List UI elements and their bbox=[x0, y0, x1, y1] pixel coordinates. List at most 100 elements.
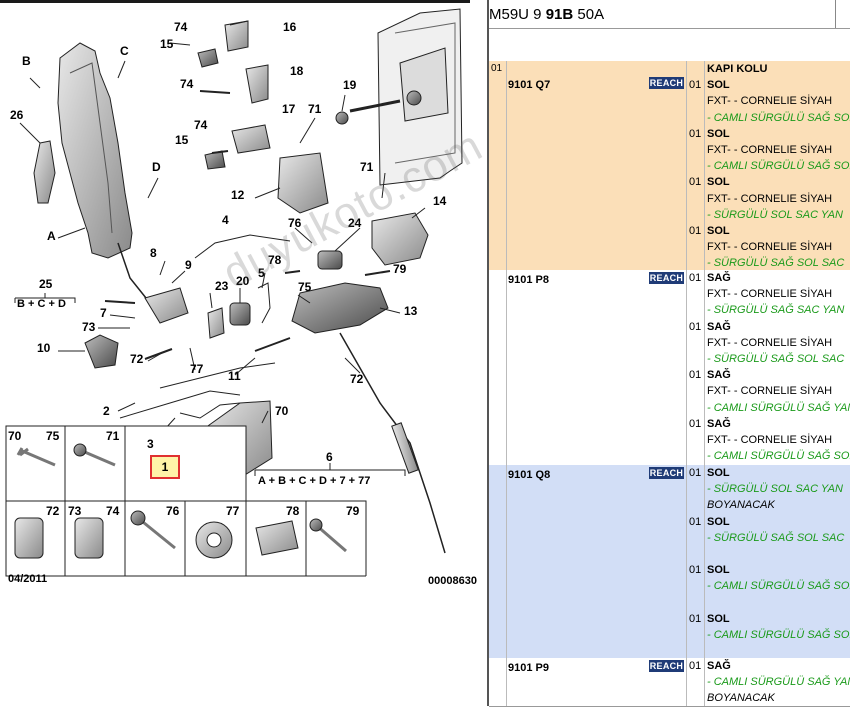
label-71: 71 bbox=[308, 102, 322, 116]
label-10: 10 bbox=[37, 341, 51, 355]
label-16: 16 bbox=[283, 20, 297, 34]
description-line: SOL bbox=[707, 225, 730, 237]
description-line: - CAMLI SÜRGÜLÜ SAĞ SOL bbox=[707, 580, 850, 593]
part-number[interactable]: 9101 Q8 bbox=[508, 469, 551, 481]
diagram-drawing bbox=[5, 8, 463, 577]
description-line: - CAMLI SÜRGÜLÜ SAĞ SOL bbox=[707, 629, 850, 641]
column-rule bbox=[506, 61, 507, 270]
reach-badge: REACH bbox=[649, 467, 684, 479]
quantity: 01 bbox=[689, 320, 702, 333]
description-line: SOL bbox=[707, 176, 730, 189]
label-4: 4 bbox=[222, 213, 229, 227]
description-line: - CAMLI SÜRGÜLÜ SAĞ SOL SAC bbox=[707, 111, 850, 124]
column-rule bbox=[686, 465, 687, 658]
description-line: SOL bbox=[707, 467, 730, 479]
part-number[interactable]: 9101 P9 bbox=[508, 662, 549, 674]
part-number[interactable]: 9101 P8 bbox=[508, 274, 549, 286]
label-12: 12 bbox=[231, 188, 245, 202]
description-line: SAĞ bbox=[707, 320, 731, 333]
description-line: - SÜRGÜLÜ SOL SAC YAN bbox=[707, 483, 843, 496]
label-23: 23 bbox=[215, 279, 229, 293]
quantity: 01 bbox=[689, 272, 702, 284]
description-line: FXT- - CORNELIE SİYAH bbox=[707, 192, 833, 205]
panel-divider bbox=[487, 0, 489, 706]
label-79: 79 bbox=[393, 262, 407, 276]
label-26: 26 bbox=[10, 108, 24, 122]
description-line: - SÜRGÜLÜ SAĞ SOL SAC bbox=[707, 531, 845, 544]
cell-78: 78 bbox=[286, 504, 300, 518]
cell-77: 77 bbox=[226, 504, 240, 518]
parts-diagram: 74 16 15 18 74 B C 19 26 74 17 71 15 D 1… bbox=[0, 3, 488, 706]
description-line: FXT- - CORNELIE SİYAH bbox=[707, 434, 833, 446]
quantity: 01 bbox=[689, 660, 702, 672]
quantity: 01 bbox=[689, 417, 702, 430]
description-line: FXT- - CORNELIE SİYAH bbox=[707, 144, 833, 156]
label-6: 6 bbox=[326, 450, 333, 464]
cell-74: 74 bbox=[106, 504, 120, 518]
label-3: 3 bbox=[147, 437, 154, 451]
cell-79: 79 bbox=[346, 504, 360, 518]
description-line: - SÜRGÜLÜ SAĞ SOL SAC bbox=[707, 257, 845, 270]
cell-73: 73 bbox=[68, 504, 82, 518]
reference-header: M59U 9 91B 50A bbox=[489, 0, 850, 29]
column-rule bbox=[704, 61, 705, 270]
top-rule bbox=[0, 0, 470, 3]
reach-badge: REACH bbox=[649, 272, 684, 284]
description-line: SOL bbox=[707, 564, 730, 577]
part-number[interactable]: 9101 Q7 bbox=[508, 79, 551, 91]
label-14: 14 bbox=[433, 194, 447, 208]
description-line: - CAMLI SÜRGÜLÜ SAĞ YAN bbox=[707, 676, 850, 689]
quantity: 01 bbox=[689, 369, 702, 382]
cell-76: 76 bbox=[166, 504, 180, 518]
label-19: 19 bbox=[343, 78, 357, 92]
label-75: 75 bbox=[298, 280, 312, 294]
diagram-date: 04/2011 bbox=[8, 573, 48, 585]
column-rule bbox=[506, 270, 507, 465]
description-line: SAĞ bbox=[707, 272, 731, 284]
label-73: 73 bbox=[82, 320, 96, 334]
description-line: - CAMLI SÜRGÜLÜ SAĞ SOL YAN bbox=[707, 160, 850, 173]
formula-25: B + C + D bbox=[17, 298, 66, 310]
description-line: - SÜRGÜLÜ SAĞ SAC YAN bbox=[707, 304, 845, 317]
cell-72: 72 bbox=[46, 504, 60, 518]
quantity: 01 bbox=[689, 225, 702, 237]
label-70: 70 bbox=[275, 404, 289, 418]
label-7: 7 bbox=[100, 306, 107, 320]
label-1-highlighted[interactable]: 1 bbox=[150, 455, 180, 479]
label-78: 78 bbox=[268, 253, 282, 267]
column-rule bbox=[704, 465, 705, 658]
label-74: 74 bbox=[194, 118, 208, 132]
label-9: 9 bbox=[185, 258, 192, 272]
description-line: FXT- - CORNELIE SİYAH bbox=[707, 288, 833, 301]
description-line: - CAMLI SÜRGÜLÜ SAĞ YAN bbox=[707, 401, 850, 414]
description-line: SOL bbox=[707, 612, 730, 625]
reference-code: M59U 9 91B 50A bbox=[489, 6, 605, 23]
quantity: 01 bbox=[689, 79, 702, 92]
label-74: 74 bbox=[180, 77, 194, 91]
diagram-ref-code: 00008630 bbox=[428, 575, 477, 587]
reach-badge: REACH bbox=[649, 660, 684, 672]
column-rule bbox=[704, 270, 705, 465]
quantity: 01 bbox=[689, 467, 702, 479]
label-5: 5 bbox=[258, 266, 265, 280]
label-8: 8 bbox=[150, 246, 157, 260]
formula-6: A + B + C + D + 7 + 77 bbox=[258, 475, 371, 487]
label-C: C bbox=[120, 44, 129, 58]
cell-70: 70 bbox=[8, 429, 22, 443]
column-rule bbox=[506, 658, 507, 706]
column-rule bbox=[704, 658, 705, 706]
description-line: FXT- - CORNELIE SİYAH bbox=[707, 95, 833, 108]
column-rule bbox=[686, 61, 687, 270]
quantity: 01 bbox=[689, 176, 702, 189]
description-line: SAĞ bbox=[707, 369, 731, 382]
description-line: FXT- - CORNELIE SİYAH bbox=[707, 241, 833, 254]
label-24: 24 bbox=[348, 216, 362, 230]
label-15: 15 bbox=[175, 133, 189, 147]
label-B: B bbox=[22, 54, 31, 68]
label-17: 17 bbox=[282, 102, 296, 116]
label-20: 20 bbox=[236, 274, 250, 288]
label-11: 11 bbox=[228, 369, 241, 383]
